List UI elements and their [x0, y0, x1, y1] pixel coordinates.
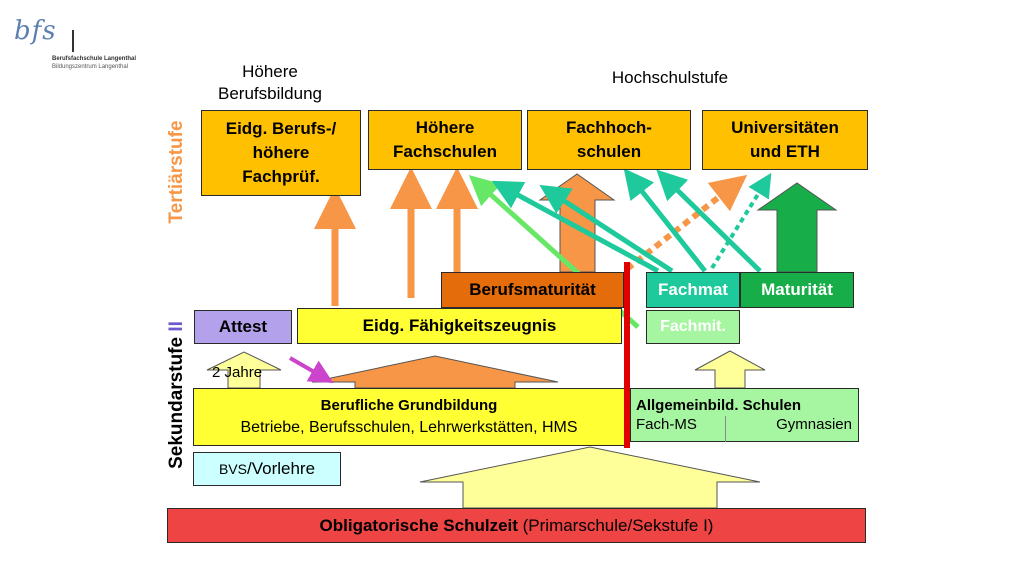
- box-maturitaet-text: Maturität: [761, 280, 833, 299]
- box-eidg-berufspruef-text: Eidg. Berufs-/ höhere Fachprüf.: [225, 119, 337, 186]
- arrow-maturitaet-fh: [656, 169, 762, 273]
- big-arrow-maturitaet: [756, 182, 838, 273]
- box-bvs-small: BVS: [218, 461, 247, 477]
- box-universitaeten-text: Universitäten und ETH: [731, 118, 839, 161]
- box-eidg-berufspruef: Eidg. Berufs-/ höhere Fachprüf.: [201, 110, 361, 196]
- box-fachmat-text: Fachmat: [658, 280, 728, 299]
- logo-line-1: Berufsfachschule Langenthal: [52, 56, 137, 62]
- logo: bfs Berufsfachschule Langenthal Bildungs…: [10, 12, 150, 72]
- arrow-fachmat-fh-1: [539, 184, 674, 274]
- arrow-attest-efz: [289, 356, 334, 383]
- box-fachhochschulen: Fachhoch- schulen: [527, 110, 691, 170]
- logo-mark: bfs: [14, 16, 57, 46]
- label-zwei-jahre: 2 Jahre: [212, 364, 263, 381]
- box-maturitaet: Maturität: [740, 272, 854, 308]
- box-fachmittelschule: Fachmit.: [646, 310, 740, 344]
- box-obligatorisch-normal: (Primarschule/Sekstufe I): [517, 515, 714, 535]
- box-bvs-vorlehre: BVS/Vorlehre: [193, 452, 341, 486]
- logo-divider: [72, 30, 74, 52]
- box-fachmat: Fachmat: [646, 272, 740, 308]
- label-fach-ms: Fach-MS: [636, 416, 697, 433]
- box-obligatorisch-bold: Obligatorische Schulzeit: [319, 515, 518, 535]
- box-attest-text: Attest: [218, 317, 268, 336]
- box-efz: Eidg. Fähigkeitszeugnis: [297, 308, 622, 344]
- arrow-fachmat-hoehere-fs: [491, 180, 660, 274]
- box-hoehere-fachschulen-text: Höhere Fachschulen: [393, 118, 497, 161]
- box-grundbildung-sub: Betriebe, Berufsschulen, Lehrwerkstätten…: [240, 419, 578, 436]
- big-arrow-berufsmaturitaet: [538, 173, 616, 273]
- box-berufliche-grundbildung: Berufliche Grundbildung Betriebe, Berufs…: [193, 388, 625, 446]
- box-hoehere-fachschulen: Höhere Fachschulen: [368, 110, 522, 170]
- box-attest: Attest: [194, 310, 292, 344]
- box-grundbildung-title: Berufliche Grundbildung: [320, 397, 498, 414]
- big-arrow-grundbildung: [311, 355, 559, 389]
- allgemein-divider: [725, 416, 726, 442]
- box-universitaeten: Universitäten und ETH: [702, 110, 868, 170]
- box-efz-text: Eidg. Fähigkeitszeugnis: [362, 316, 557, 335]
- box-berufsmaturitaet-text: Berufsmaturität: [469, 280, 596, 299]
- label-gymnasien: Gymnasien: [776, 416, 852, 433]
- arrow-fachmat-fh-2: [623, 168, 707, 273]
- arrow-berufsmat-uni-dotted: [625, 174, 748, 272]
- box-allgemeinbild-schulen: Allgemeinbild. Schulen Fach-MS Gymnasien: [630, 388, 859, 442]
- red-divider-bar: [624, 262, 630, 448]
- box-bvs-large: /Vorlehre: [246, 459, 316, 478]
- heading-hoehere-berufsbildung: Höhere Berufsbildung: [218, 62, 322, 103]
- big-arrow-attest: [206, 351, 282, 389]
- big-arrow-allgemein: [694, 350, 766, 389]
- box-allgemein-title: Allgemeinbild. Schulen: [636, 397, 802, 414]
- big-arrow-obligatorisch: [419, 446, 761, 509]
- arrow-fachmat-uni-dotted: [710, 172, 772, 270]
- box-fachmittelschule-text: Fachmit.: [660, 318, 726, 335]
- box-obligatorische-schulzeit: Obligatorische Schulzeit (Primarschule/S…: [167, 508, 866, 543]
- logo-line-2: Bildungszentrum Langenthal: [52, 64, 129, 70]
- box-berufsmaturitaet: Berufsmaturität: [441, 272, 624, 308]
- heading-hochschulstufe: Hochschulstufe: [611, 68, 729, 87]
- box-fachhochschulen-text: Fachhoch- schulen: [566, 118, 652, 161]
- box-allgemein-row: Fach-MS Gymnasien: [631, 414, 858, 433]
